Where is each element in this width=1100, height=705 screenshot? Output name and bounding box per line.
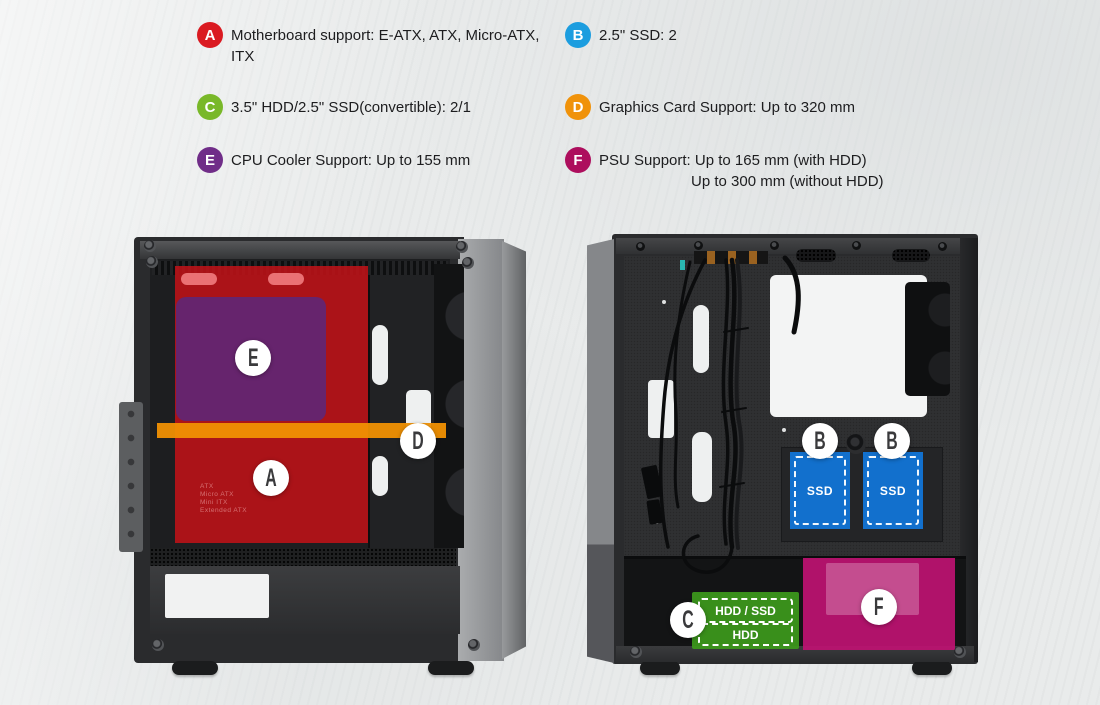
legend-text-cooler: CPU Cooler Support: Up to 155 mm bbox=[231, 152, 471, 169]
marker-a-motherboard: A bbox=[253, 460, 289, 496]
screw-icon bbox=[938, 242, 947, 251]
left-case-front-panel-edge bbox=[502, 241, 526, 659]
left-case-top-frame bbox=[140, 241, 460, 259]
legend-text-gpu: Graphics Card Support: Up to 320 mm bbox=[599, 99, 855, 116]
marker-d-graphics-card: D bbox=[400, 423, 436, 459]
left-case-shroud-cutout bbox=[165, 574, 269, 618]
psu-area-overlay bbox=[803, 558, 955, 650]
marker-c-hdd: C bbox=[670, 602, 706, 638]
ssd-slot-outline: SSD bbox=[794, 456, 846, 525]
top-vent-grille bbox=[796, 249, 836, 262]
cable-bundle-graphic bbox=[641, 255, 801, 574]
chamber-divider bbox=[624, 556, 966, 559]
left-case-rear-bracket bbox=[119, 402, 143, 552]
screw-icon bbox=[144, 240, 156, 252]
left-case-shroud-mesh bbox=[150, 548, 456, 566]
marker-b-ssd-1: B bbox=[802, 423, 838, 459]
hdd-ssd-bay-outline: HDD / SSD bbox=[698, 598, 793, 623]
legend-item-cooler: E CPU Cooler Support: Up to 155 mm bbox=[197, 147, 557, 173]
rear-exhaust-fan bbox=[905, 282, 950, 396]
marker-f-psu: F bbox=[861, 589, 897, 625]
screw-icon bbox=[852, 241, 861, 250]
ssd-slot-overlay-1: SSD bbox=[790, 452, 850, 529]
screw-icon bbox=[954, 646, 966, 658]
screw-icon bbox=[636, 242, 645, 251]
motherboard-overlay-tab bbox=[181, 273, 217, 285]
legend-text-hdd: 3.5" HDD/2.5" SSD(convertible): 2/1 bbox=[231, 99, 471, 116]
hdd-bay-outline: HDD bbox=[698, 623, 793, 646]
ssd-slot-outline: SSD bbox=[867, 456, 919, 525]
screw-hole bbox=[662, 300, 666, 304]
cable-grommet-cutout bbox=[372, 456, 388, 496]
legend-item-hdd: C 3.5" HDD/2.5" SSD(convertible): 2/1 bbox=[197, 94, 557, 120]
hdd-cage-overlay: HDD / SSD HDD bbox=[692, 592, 799, 649]
left-case-front-fans bbox=[434, 264, 464, 548]
legend-item-motherboard: A Motherboard support: E-ATX, ATX, Micro… bbox=[197, 22, 557, 67]
right-case-bottom-frame bbox=[616, 646, 974, 662]
case-foot bbox=[912, 661, 952, 675]
marker-e-cpu-cooler: E bbox=[235, 340, 271, 376]
tray-standoff-markings: ATX Micro ATX Mini ITX Extended ATX bbox=[200, 483, 248, 514]
ssd-slot-overlay-2: SSD bbox=[863, 452, 923, 529]
ssd-plate-thumbscrew bbox=[846, 434, 866, 454]
badge-f-icon: F bbox=[565, 147, 591, 173]
screw-icon bbox=[468, 639, 480, 651]
cable-grommet-cutout bbox=[372, 325, 388, 385]
legend-item-gpu: D Graphics Card Support: Up to 320 mm bbox=[565, 94, 895, 120]
io-cable-connector bbox=[680, 260, 685, 270]
front-io-pcb bbox=[694, 251, 768, 264]
motherboard-overlay-tab bbox=[268, 273, 304, 285]
legend-text-motherboard: Motherboard support: E-ATX, ATX, Micro-A… bbox=[231, 27, 540, 65]
screw-icon bbox=[462, 257, 474, 269]
case-foot bbox=[640, 661, 680, 675]
legend-text-ssd25: 2.5" SSD: 2 bbox=[599, 27, 677, 44]
cable-grommet-cutout bbox=[693, 305, 709, 373]
case-foot bbox=[172, 661, 218, 675]
legend-text-psu: PSU Support: Up to 165 mm (with HDD) Up … bbox=[599, 152, 884, 190]
screw-hole bbox=[782, 428, 786, 432]
badge-b-icon: B bbox=[565, 22, 591, 48]
badge-a-icon: A bbox=[197, 22, 223, 48]
graphics-card-clearance-bar bbox=[157, 423, 446, 438]
legend-item-psu: F PSU Support: Up to 165 mm (with HDD) U… bbox=[565, 147, 925, 192]
screw-icon bbox=[152, 639, 164, 651]
badge-d-icon: D bbox=[565, 94, 591, 120]
screw-icon bbox=[630, 646, 642, 658]
screw-icon bbox=[456, 241, 468, 253]
marker-b-ssd-2: B bbox=[874, 423, 910, 459]
right-case-top-frame bbox=[616, 238, 974, 254]
screw-icon bbox=[770, 241, 779, 250]
screw-icon bbox=[146, 256, 158, 268]
case-foot bbox=[428, 661, 474, 675]
right-case-front-panel-edge bbox=[587, 239, 614, 663]
cable-grommet-cutout bbox=[692, 432, 712, 502]
badge-e-icon: E bbox=[197, 147, 223, 173]
legend-item-ssd25: B 2.5" SSD: 2 bbox=[565, 22, 895, 48]
screw-icon bbox=[694, 241, 703, 250]
top-vent-grille bbox=[892, 249, 930, 262]
badge-c-icon: C bbox=[197, 94, 223, 120]
left-case-front-bezel bbox=[458, 239, 504, 661]
